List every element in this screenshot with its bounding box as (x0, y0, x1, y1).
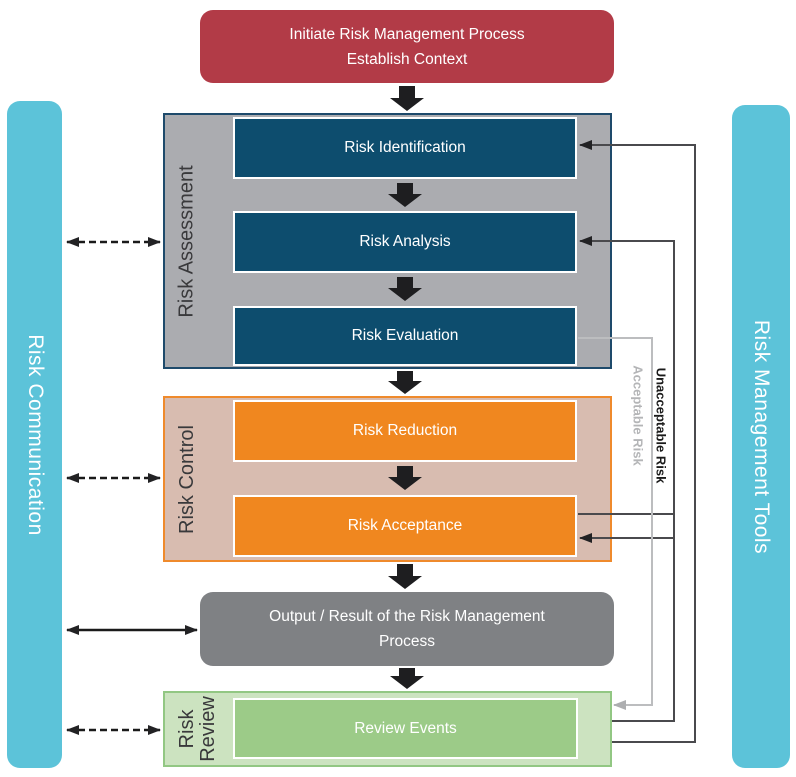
block-arrow-output-to-review (390, 668, 424, 689)
acceptable-risk-label: Acceptable Risk (630, 364, 646, 466)
risk-management-tools-bar: Risk Management Tools (732, 105, 790, 768)
risk-communication-label: Risk Communication (23, 333, 47, 536)
risk-management-tools-label: Risk Management Tools (750, 319, 774, 554)
output-result-line2: Process (379, 633, 435, 650)
initiate-process-line2: Establish Context (346, 50, 468, 68)
block-arrow-control-to-output (388, 564, 422, 589)
step-risk-identification: Risk Identification (233, 117, 577, 179)
step-risk-analysis: Risk Analysis (233, 211, 577, 273)
output-result-box: Output / Result of the Risk Management P… (200, 592, 614, 666)
step-risk-evaluation: Risk Evaluation (233, 306, 577, 366)
block-arrow-initiate-to-assessment (390, 86, 424, 111)
output-result-line1: Output / Result of the Risk Management (269, 608, 545, 625)
step-risk-reduction: Risk Reduction (233, 400, 577, 462)
initiate-process-box: Initiate Risk Management Process Establi… (200, 10, 614, 83)
block-arrow-assessment-to-control (388, 371, 422, 394)
initiate-process-line1: Initiate Risk Management Process (289, 25, 525, 43)
step-review-events: Review Events (233, 698, 578, 759)
step-risk-acceptance: Risk Acceptance (233, 495, 577, 557)
risk-communication-bar: Risk Communication (7, 101, 62, 768)
